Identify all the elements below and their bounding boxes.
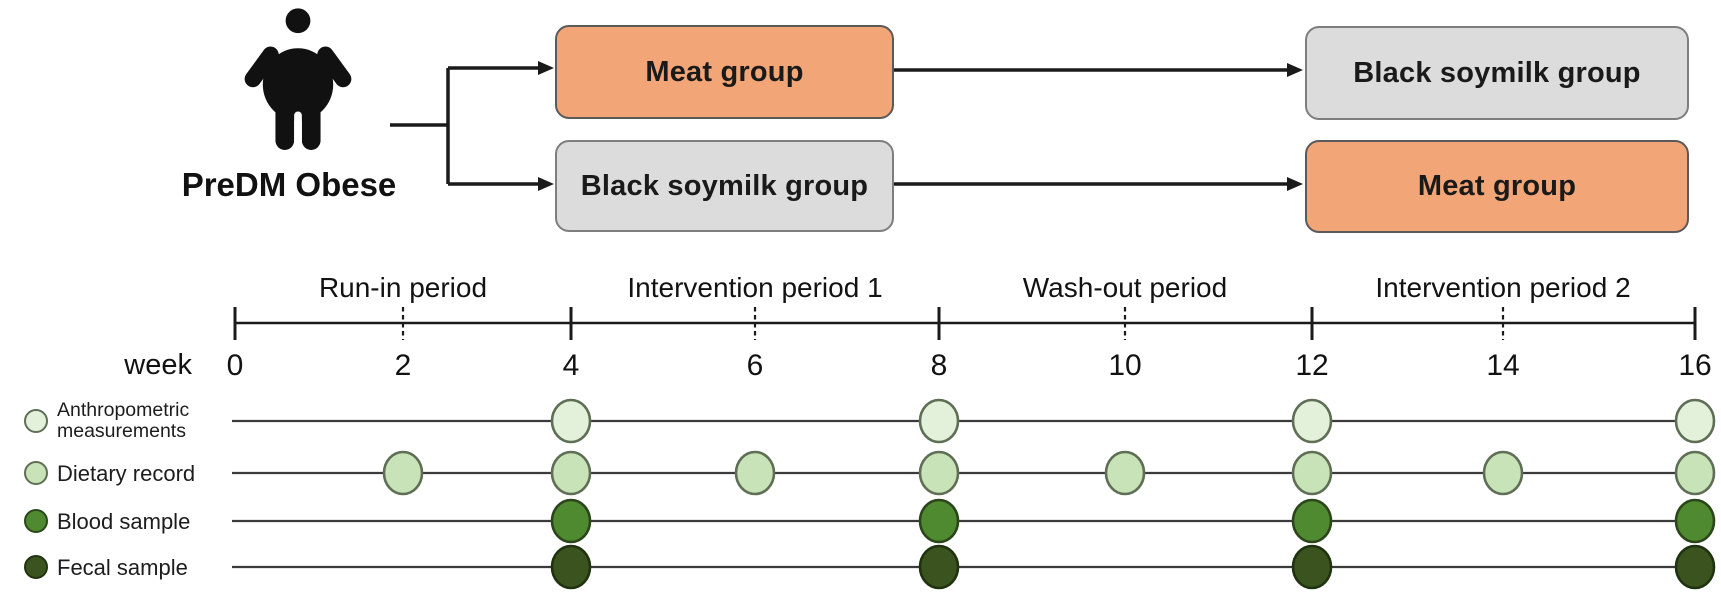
- dot-week-14: [1482, 450, 1524, 496]
- dot-week-2: [382, 450, 424, 496]
- dot-week-16: [1674, 450, 1716, 496]
- period-label-4: Intervention period 2: [1375, 272, 1631, 303]
- period-label-1: Run-in period: [318, 272, 488, 303]
- week-tick-label-8: 8: [930, 349, 948, 382]
- dot-week-16: [1674, 544, 1716, 590]
- week-tick-label-4: 4: [562, 349, 580, 382]
- dot-week-12: [1291, 398, 1333, 444]
- period-label-2: Intervention period 1: [627, 272, 883, 303]
- week-tick-label-6: 6: [746, 349, 764, 382]
- branch-connector: [390, 66, 1288, 186]
- measurement-dots: [382, 398, 1716, 590]
- row-label-3: Blood sample: [57, 508, 191, 534]
- group-box-soymilk-second: Black soymilk group: [1305, 26, 1689, 120]
- group-box-meat-second: Meat group: [1305, 140, 1689, 233]
- dot-week-12: [1291, 498, 1333, 544]
- week-tick-label-12: 12: [1295, 349, 1329, 382]
- measurement-row-lines: [232, 419, 1695, 569]
- group-box-label: Meat group: [645, 55, 804, 88]
- dot-week-8: [918, 498, 960, 544]
- week-tick-label-10: 10: [1108, 349, 1142, 382]
- dot-week-4: [550, 498, 592, 544]
- dot-week-6: [734, 450, 776, 496]
- dot-week-8: [918, 398, 960, 444]
- group-box-label: Meat group: [1417, 170, 1577, 202]
- legend-dot-4: [24, 554, 48, 579]
- obese-person-icon: [244, 2, 352, 156]
- week-tick-label-2: 2: [394, 349, 412, 382]
- group-box-label: Black soymilk group: [580, 169, 869, 202]
- row-label-1: Anthropometric measurements: [57, 399, 190, 442]
- dot-week-4: [550, 450, 592, 496]
- arrowheads: [538, 61, 1303, 191]
- row-label-4: Fecal sample: [57, 554, 188, 580]
- row-label-2: Dietary record: [57, 460, 196, 486]
- legend-dot-3: [24, 508, 48, 533]
- week-tick-label-0: 0: [226, 349, 244, 382]
- legend-dot-1: [24, 408, 48, 433]
- dot-week-12: [1291, 450, 1333, 496]
- group-box-soymilk-first: Black soymilk group: [555, 140, 894, 232]
- week-axis-label: week: [124, 349, 192, 381]
- dot-week-4: [550, 544, 592, 590]
- dot-week-16: [1674, 398, 1716, 444]
- group-box-label: Black soymilk group: [1353, 56, 1641, 89]
- dot-week-8: [918, 544, 960, 590]
- week-tick-label-14: 14: [1486, 349, 1520, 382]
- group-box-meat-first: Meat group: [555, 25, 894, 119]
- dot-week-8: [918, 450, 960, 496]
- cohort-label: PreDM Obese: [181, 166, 397, 203]
- timeline-axis: [233, 307, 1697, 340]
- week-tick-label-16: 16: [1678, 349, 1712, 382]
- dot-week-12: [1291, 544, 1333, 590]
- dot-week-16: [1674, 498, 1716, 544]
- legend-dot-2: [24, 460, 48, 485]
- dot-week-10: [1104, 450, 1146, 496]
- period-label-3: Wash-out period: [1022, 272, 1228, 303]
- dot-week-4: [550, 398, 592, 444]
